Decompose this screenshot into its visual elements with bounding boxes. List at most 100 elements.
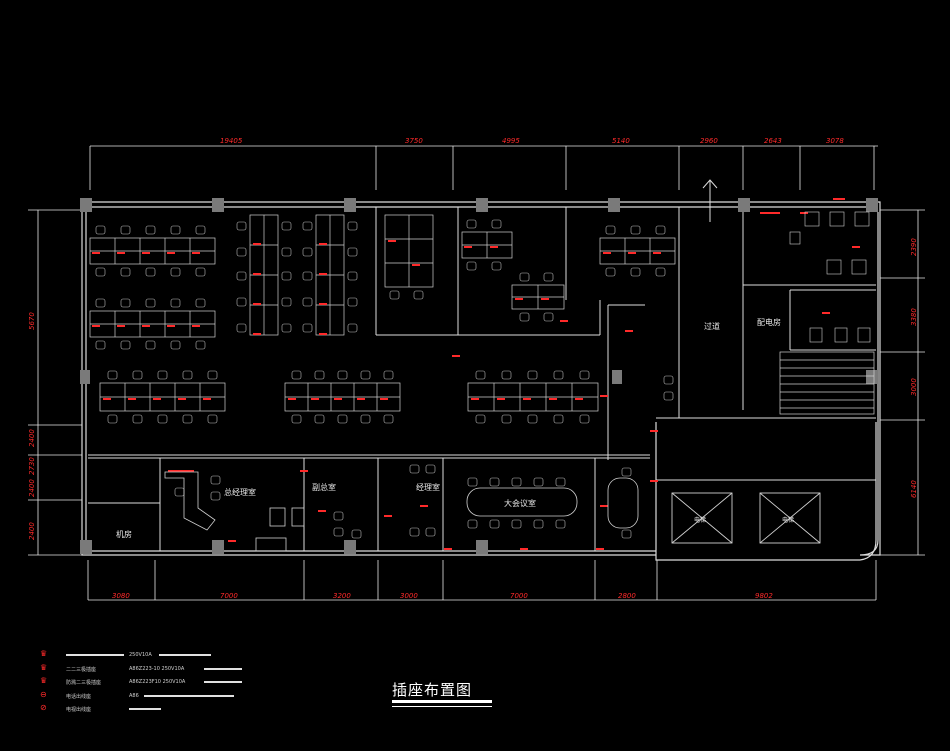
room-label-meeting: 大会议室 bbox=[504, 498, 536, 508]
legend-spec-line bbox=[204, 681, 242, 683]
washroom-fixtures bbox=[789, 211, 871, 343]
socket-icon bbox=[319, 333, 327, 335]
chair-icon bbox=[95, 225, 106, 235]
chair-icon bbox=[466, 219, 477, 229]
dim-bottom-5: 7000 bbox=[510, 592, 528, 600]
chair-icon bbox=[489, 477, 500, 487]
chair-icon bbox=[207, 414, 218, 424]
chair-icon bbox=[553, 414, 564, 424]
chair-icon bbox=[425, 464, 436, 474]
left-dimension-chain bbox=[28, 209, 82, 556]
dim-bottom-4: 3000 bbox=[400, 592, 418, 600]
dim-top-4: 5140 bbox=[612, 137, 630, 145]
legend-spec: A86Z223-10 250V10A bbox=[129, 665, 185, 672]
socket-icon bbox=[203, 398, 211, 400]
socket-icon bbox=[420, 505, 428, 507]
chair-icon bbox=[389, 290, 400, 300]
chair-icon bbox=[95, 298, 106, 308]
socket-icon bbox=[452, 355, 460, 357]
chair-icon bbox=[174, 487, 185, 497]
chair-icon bbox=[170, 298, 181, 308]
big-meeting-table bbox=[466, 477, 639, 529]
chair-icon bbox=[281, 297, 292, 307]
chair-icon bbox=[533, 519, 544, 529]
socket-icon bbox=[319, 273, 327, 275]
chair-icon bbox=[630, 267, 641, 277]
legend-spec-line bbox=[159, 654, 211, 656]
legend: ♛ 250V10A ♛ 二二三极插座 A86Z223-10 250V10A ♛ … bbox=[36, 648, 336, 716]
socket-icon bbox=[142, 252, 150, 254]
socket-icon bbox=[625, 330, 633, 332]
chair-icon bbox=[132, 414, 143, 424]
chair-icon bbox=[475, 414, 486, 424]
bottom-dimension-chain bbox=[87, 560, 877, 601]
socket-icon bbox=[490, 246, 498, 248]
legend-name: 二二三极插座 bbox=[66, 666, 97, 673]
socket-icon bbox=[253, 273, 261, 275]
socket-icon bbox=[515, 298, 523, 300]
chair-icon bbox=[491, 261, 502, 271]
chair-icon bbox=[347, 297, 358, 307]
room-label-elevator-1: 电梯 bbox=[694, 516, 706, 524]
structural-columns bbox=[80, 198, 878, 554]
chair-icon bbox=[170, 340, 181, 350]
chair-icon bbox=[630, 225, 641, 235]
socket-icon bbox=[833, 198, 845, 200]
chair-icon bbox=[236, 323, 247, 333]
interior-walls bbox=[88, 207, 876, 551]
socket-icon bbox=[253, 303, 261, 305]
double-socket-icon: ♛ bbox=[40, 662, 48, 672]
floor-socket-icon: ♛ bbox=[40, 676, 48, 685]
chair-icon bbox=[555, 519, 566, 529]
socket-icon bbox=[520, 548, 528, 550]
chair-icon bbox=[527, 370, 538, 380]
socket-icon bbox=[117, 252, 125, 254]
chair-icon bbox=[302, 323, 313, 333]
socket-icon bbox=[186, 470, 194, 472]
dim-top-6: 2643 bbox=[764, 137, 782, 145]
triple-socket-icon: ♛ bbox=[40, 649, 48, 658]
chair-icon bbox=[337, 414, 348, 424]
socket-icon bbox=[600, 505, 608, 507]
chair-icon bbox=[337, 370, 348, 380]
chair-icon bbox=[120, 298, 131, 308]
room-label-gm: 总经理室 bbox=[224, 487, 256, 497]
chair-icon bbox=[425, 527, 436, 537]
socket-icon bbox=[560, 320, 568, 322]
dim-right-3: 3000 bbox=[910, 378, 918, 396]
socket-icon bbox=[128, 398, 136, 400]
chair-icon bbox=[663, 375, 674, 385]
chair-icon bbox=[95, 340, 106, 350]
room-label-manager: 经理室 bbox=[416, 482, 440, 492]
socket-icon bbox=[600, 395, 608, 397]
dim-bottom-2: 7000 bbox=[220, 592, 238, 600]
chair-icon bbox=[501, 414, 512, 424]
chair-icon bbox=[579, 414, 590, 424]
socket-icon bbox=[300, 470, 308, 472]
chair-icon bbox=[281, 247, 292, 257]
chair-icon bbox=[501, 370, 512, 380]
socket-icon bbox=[142, 325, 150, 327]
socket-icon bbox=[444, 548, 452, 550]
chair-icon bbox=[383, 370, 394, 380]
dim-right-2: 3380 bbox=[910, 308, 918, 326]
chair-icon bbox=[621, 529, 632, 539]
gm-office-furniture bbox=[164, 471, 305, 552]
socket-icon bbox=[318, 510, 326, 512]
chair-icon bbox=[120, 267, 131, 277]
chair-icon bbox=[210, 475, 221, 485]
dim-top-5: 2960 bbox=[700, 137, 718, 145]
socket-icon bbox=[650, 430, 658, 432]
legend-spec: A86Z223F10 250V10A bbox=[129, 679, 186, 685]
legend-row: ⊘ 电视出线座 bbox=[36, 702, 336, 716]
chair-icon bbox=[157, 414, 168, 424]
dim-bottom-1: 3080 bbox=[112, 592, 130, 600]
socket-icon bbox=[464, 246, 472, 248]
dim-left-2: 2400 bbox=[28, 429, 36, 447]
chair-icon bbox=[409, 527, 420, 537]
chair-icon bbox=[466, 261, 477, 271]
chair-icon bbox=[95, 267, 106, 277]
socket-icon bbox=[103, 398, 111, 400]
socket-icon bbox=[319, 243, 327, 245]
